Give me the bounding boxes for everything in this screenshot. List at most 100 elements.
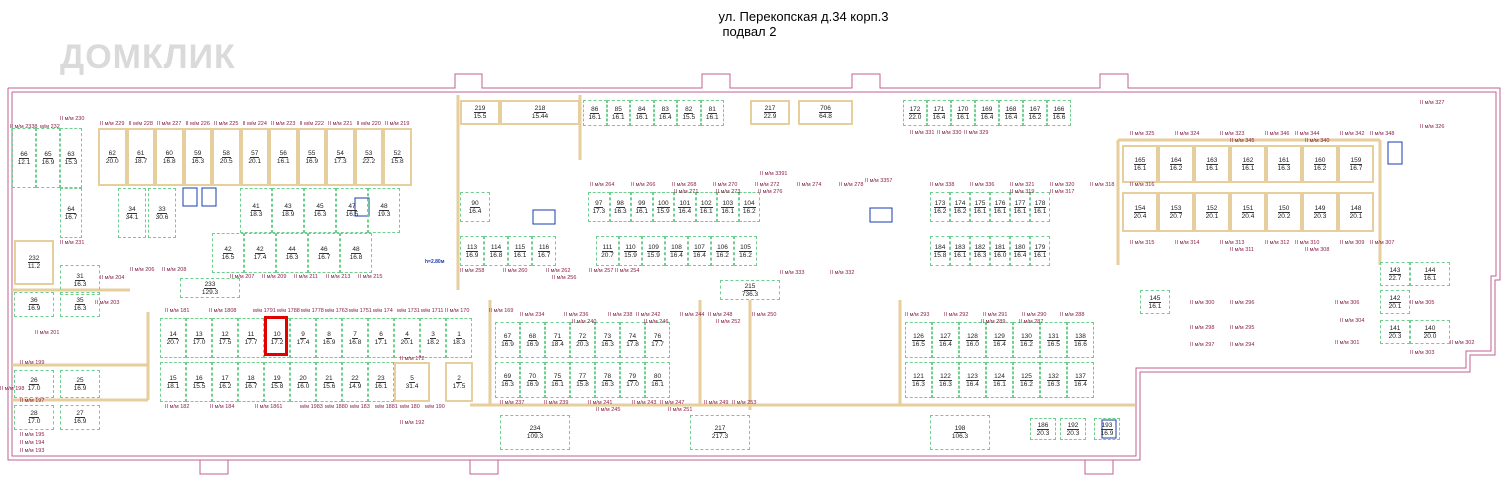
highlighted-room-marker[interactable] (264, 316, 288, 356)
